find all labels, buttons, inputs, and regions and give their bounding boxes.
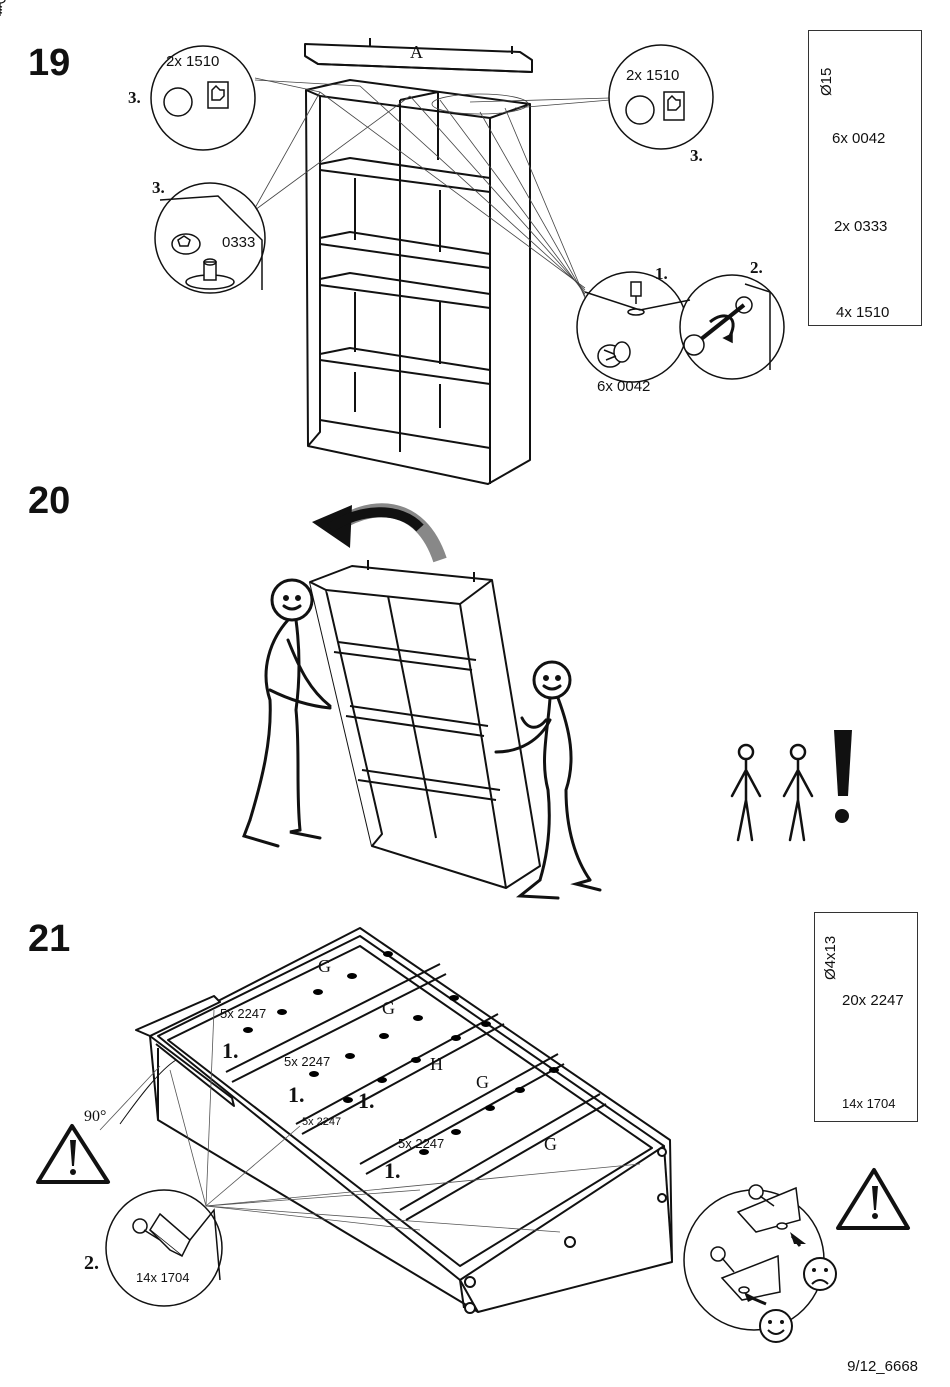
parts-size-21: Ø4x13: [822, 935, 839, 980]
page-footer-code: 9/12_6668: [847, 1358, 918, 1375]
parts-item-screw: 20x 2247: [842, 992, 904, 1009]
screw-group-order-1: 1.: [222, 1038, 239, 1063]
panel-label-a: A: [410, 42, 423, 62]
sad-face-icon: [804, 1258, 836, 1290]
screw-group-qty-1: 5x 2247: [220, 1006, 267, 1021]
angle-label: 90°: [84, 1108, 107, 1125]
order-cap-left: 3.: [128, 88, 141, 107]
parts-item-cam-disc: 2x 0333: [834, 218, 888, 235]
screw-group-order-4: 1.: [384, 1158, 401, 1183]
panel-label-g4: G: [544, 1134, 557, 1154]
parts-box-step-19: [808, 30, 922, 326]
screw-group-qty-4: 5x 2247: [398, 1136, 445, 1151]
parts-box-step-21: [814, 912, 918, 1122]
step-20-illustration: [242, 503, 852, 900]
panel-label-g3: G: [476, 1072, 489, 1092]
order-cam-disc: 3.: [152, 178, 165, 197]
step-number-19: 19: [28, 42, 71, 84]
parts-item-cover-cap: 4x 1510: [836, 304, 890, 321]
smiley-face-icon: [760, 1310, 792, 1342]
screw-group-order-3: 1.: [358, 1088, 375, 1113]
step-number-20: 20: [28, 480, 71, 522]
screw-group-qty-2: 5x 2247: [284, 1054, 331, 1069]
order-insert: 1.: [655, 264, 668, 283]
panel-label-h: H: [430, 1054, 443, 1074]
cam-disc-code: 0333: [222, 234, 256, 251]
order-cap-right: 3.: [690, 146, 703, 165]
bracket-qty-callout: 14x 1704: [136, 1270, 190, 1285]
screw-group-qty-3: 5x 2247: [302, 1116, 342, 1128]
parts-item-bracket: 14x 1704: [842, 1096, 896, 1111]
bracket-order: 2.: [84, 1252, 99, 1274]
cap-right-qty: 2x 1510: [626, 67, 680, 84]
warning-triangle-icon: [36, 1124, 112, 1186]
order-turn: 2.: [750, 258, 763, 277]
panel-label-g1: G: [318, 956, 331, 976]
parts-item-cam-lock: 6x 0042: [832, 130, 886, 147]
warning-triangle-icon: [836, 1168, 912, 1230]
step-number-21: 21: [28, 918, 71, 960]
cap-left-qty: 2x 1510: [166, 53, 220, 70]
screw-group-order-2: 1.: [288, 1082, 305, 1107]
cam-qty-callout: 6x 0042: [597, 378, 651, 395]
panel-label-g2: G: [382, 998, 395, 1018]
